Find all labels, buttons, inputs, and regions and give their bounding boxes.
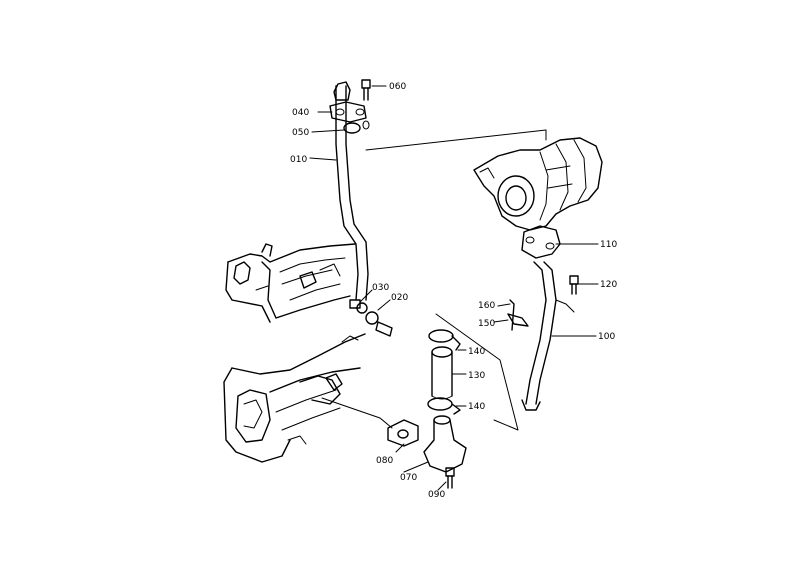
leader-lines <box>309 85 599 491</box>
callout-150: 150 <box>478 319 495 329</box>
oil-feed-pipe <box>329 79 393 337</box>
callout-130: 130 <box>468 371 485 381</box>
oil-return-pipe <box>507 225 579 411</box>
callout-060: 060 <box>389 82 406 92</box>
rubber-hose-with-clamps <box>427 329 461 415</box>
callout-120: 120 <box>600 280 617 290</box>
drain-connector <box>387 415 467 489</box>
callout-160: 160 <box>478 301 495 311</box>
callout-110: 110 <box>600 240 617 250</box>
callout-040: 040 <box>292 108 309 118</box>
callout-010: 010 <box>290 155 307 165</box>
callout-140-upper: 140 <box>468 347 485 357</box>
turbocharger <box>473 137 603 231</box>
callout-050: 050 <box>292 128 309 138</box>
callout-070: 070 <box>400 473 417 483</box>
engine-block-lower <box>223 333 366 463</box>
engine-block-upper <box>225 243 356 323</box>
callout-020: 020 <box>391 293 408 303</box>
callout-090: 090 <box>428 490 445 500</box>
callout-080: 080 <box>376 456 393 466</box>
callout-100: 100 <box>598 332 615 342</box>
callout-140-lower: 140 <box>468 402 485 412</box>
callout-030: 030 <box>372 283 389 293</box>
